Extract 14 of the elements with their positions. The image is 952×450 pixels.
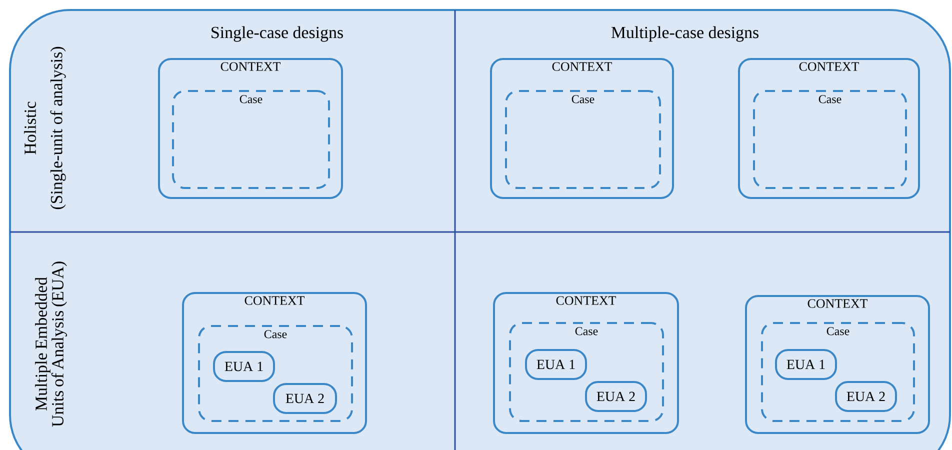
unit-box: EUA 2 bbox=[273, 383, 337, 414]
unit-box: EUA 1 bbox=[213, 351, 275, 382]
case-box: Case bbox=[753, 90, 907, 189]
column-heading: Multiple-case designs bbox=[611, 26, 758, 42]
case-box: Case bbox=[172, 90, 330, 189]
unit-box: EUA 2 bbox=[835, 381, 897, 412]
row-heading: (Single-unit of analysis) bbox=[50, 46, 66, 210]
unit-box: EUA 1 bbox=[775, 349, 837, 380]
column-heading: Single-case designs bbox=[212, 26, 343, 42]
unit-box: EUA 2 bbox=[585, 381, 647, 412]
row-heading: Holistic bbox=[24, 102, 36, 154]
case-box: Case bbox=[505, 90, 661, 189]
row-heading: Multiple Embedded Units of Analysis (EUA) bbox=[35, 262, 67, 427]
unit-box: EUA 1 bbox=[525, 349, 587, 380]
